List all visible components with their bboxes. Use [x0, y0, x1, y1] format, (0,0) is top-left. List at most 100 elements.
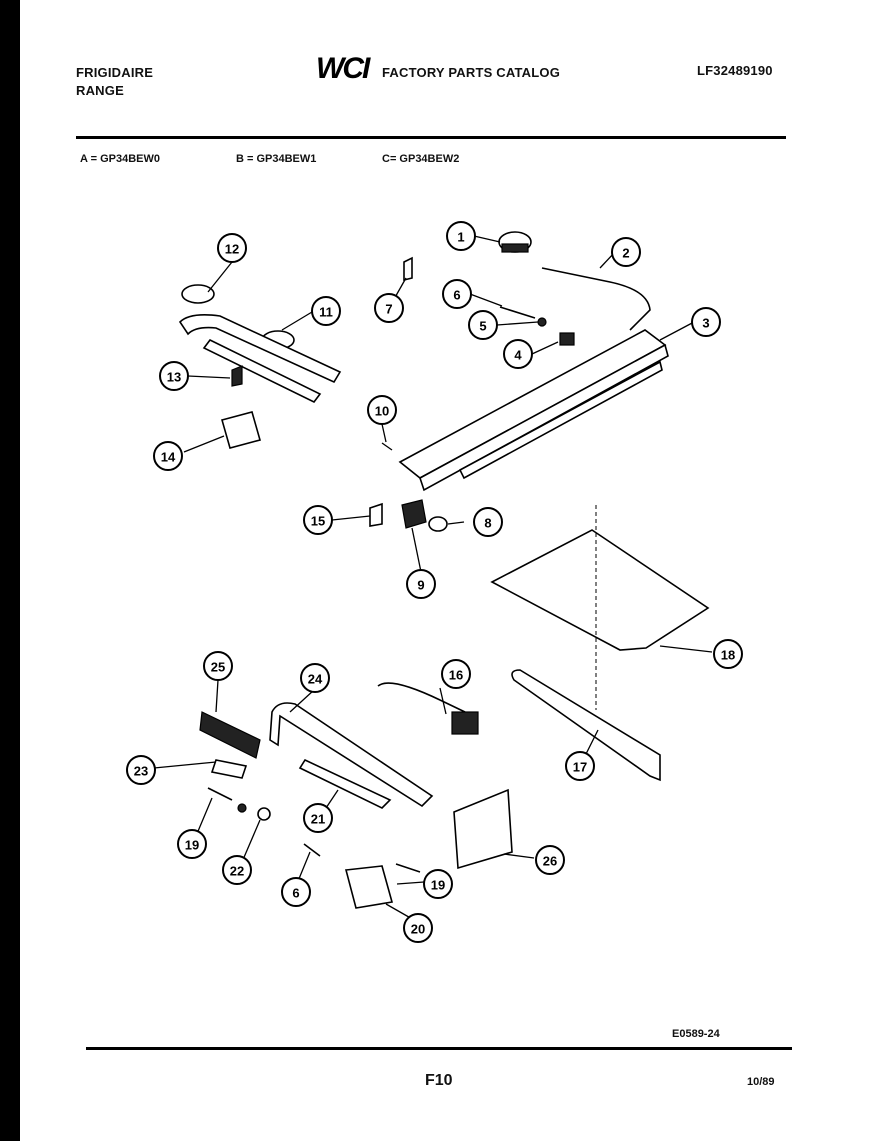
callout-5: 5: [468, 310, 498, 340]
callout-label: 19: [431, 878, 445, 893]
drawing-number: E0589-24: [672, 1028, 720, 1040]
callout-label: 16: [449, 668, 463, 683]
callout-circle: [374, 293, 404, 323]
wci-logo: WCI: [316, 52, 370, 85]
callout-23: 23: [126, 755, 156, 785]
callout-label: 18: [721, 648, 735, 663]
callout-1: 1: [446, 221, 476, 251]
part-valve: [498, 231, 532, 253]
callout-circle: [423, 869, 453, 899]
callout-8: 8: [473, 507, 503, 537]
callout-16: 16: [441, 659, 471, 689]
callout-label: 23: [134, 764, 148, 779]
callout-4: 4: [503, 339, 533, 369]
part-bracket-23: [210, 759, 248, 779]
model-a: A = GP34BEW0: [80, 153, 160, 165]
page-number: F10: [425, 1072, 453, 1089]
callout-circle: [303, 803, 333, 833]
callout-label: 7: [385, 302, 392, 317]
callout-label: 6: [453, 288, 460, 303]
parts-page: { "header": { "brand_line1": "FRIGIDAIRE…: [20, 0, 880, 1141]
callout-label: 6: [292, 886, 299, 901]
part-broiler-burner: [269, 702, 434, 808]
callout-label: 22: [230, 864, 244, 879]
part-spud-19-lower: [395, 863, 421, 873]
brand-name: FRIGIDAIRE: [76, 65, 154, 80]
callout-label: 1: [457, 230, 464, 245]
callout-19: 19: [423, 869, 453, 899]
callout-11: 11: [311, 296, 341, 326]
catalog-date: 10/89: [747, 1076, 775, 1088]
part-burner-assembly: [178, 284, 342, 404]
callout-15: 15: [303, 505, 333, 535]
callout-20: 20: [403, 913, 433, 943]
callout-label: 24: [308, 672, 323, 687]
part-screw-10: [381, 442, 393, 451]
callout-7: 7: [374, 293, 404, 323]
callout-circle: [126, 755, 156, 785]
part-fitting-22: [237, 803, 271, 821]
callout-label: 11: [319, 305, 333, 320]
callout-12: 12: [217, 233, 247, 263]
callout-24: 24: [300, 663, 330, 693]
callout-circle: [611, 237, 641, 267]
callout-label: 13: [167, 370, 181, 385]
callout-circle: [311, 296, 341, 326]
callout-label: 20: [411, 922, 425, 937]
exploded-parts-diagram: 1234567891011121314151617181920212223242…: [126, 221, 743, 943]
callout-label: 4: [514, 348, 522, 363]
model-c: C= GP34BEW2: [382, 153, 460, 165]
part-baffle-21: [298, 758, 392, 809]
callout-label: 15: [311, 514, 325, 529]
callout-circle: [403, 913, 433, 943]
callout-label: 26: [543, 854, 557, 869]
part-gas-tube: [541, 267, 651, 331]
callout-3: 3: [691, 307, 721, 337]
callout-circle: [441, 659, 471, 689]
callout-circle: [367, 395, 397, 425]
callout-19: 19: [177, 829, 207, 859]
callout-circle: [468, 310, 498, 340]
part-bracket-4: [559, 332, 575, 346]
callout-17: 17: [565, 751, 595, 781]
part-oven-baffle: [490, 505, 710, 710]
callout-9: 9: [406, 569, 436, 599]
callout-circle: [473, 507, 503, 537]
callout-circle: [303, 505, 333, 535]
callout-13: 13: [159, 361, 189, 391]
footer-rule: [86, 1047, 792, 1050]
callout-circle: [217, 233, 247, 263]
callout-22: 22: [222, 855, 252, 885]
model-b: B = GP34BEW1: [236, 153, 317, 165]
part-spud-19: [207, 787, 233, 801]
part-clip-7: [403, 256, 413, 282]
part-orifice-5: [537, 317, 547, 327]
part-spud-6-lower: [303, 843, 321, 857]
callout-circle: [446, 221, 476, 251]
callout-circle: [535, 845, 565, 875]
callout-2: 2: [611, 237, 641, 267]
callout-circle: [222, 855, 252, 885]
part-valve-20: [344, 865, 394, 909]
part-oven-burner: [511, 669, 661, 782]
callout-18: 18: [713, 639, 743, 669]
callout-label: 25: [211, 660, 225, 675]
part-screw-13: [231, 365, 243, 387]
callout-circle: [177, 829, 207, 859]
callout-label: 19: [185, 838, 199, 853]
part-knob-8: [428, 516, 448, 532]
part-switch-9: [401, 499, 427, 529]
callout-label: 5: [479, 319, 486, 334]
callout-26: 26: [535, 845, 565, 875]
callout-6: 6: [281, 877, 311, 907]
part-spud-6: [499, 306, 536, 319]
callout-circle: [691, 307, 721, 337]
callout-circle: [300, 663, 330, 693]
part-manifold: [398, 329, 669, 492]
callout-circle: [713, 639, 743, 669]
callout-label: 14: [161, 450, 176, 465]
callout-14: 14: [153, 441, 183, 471]
callout-circle: [281, 877, 311, 907]
callout-label: 10: [375, 404, 389, 419]
callout-10: 10: [367, 395, 397, 425]
